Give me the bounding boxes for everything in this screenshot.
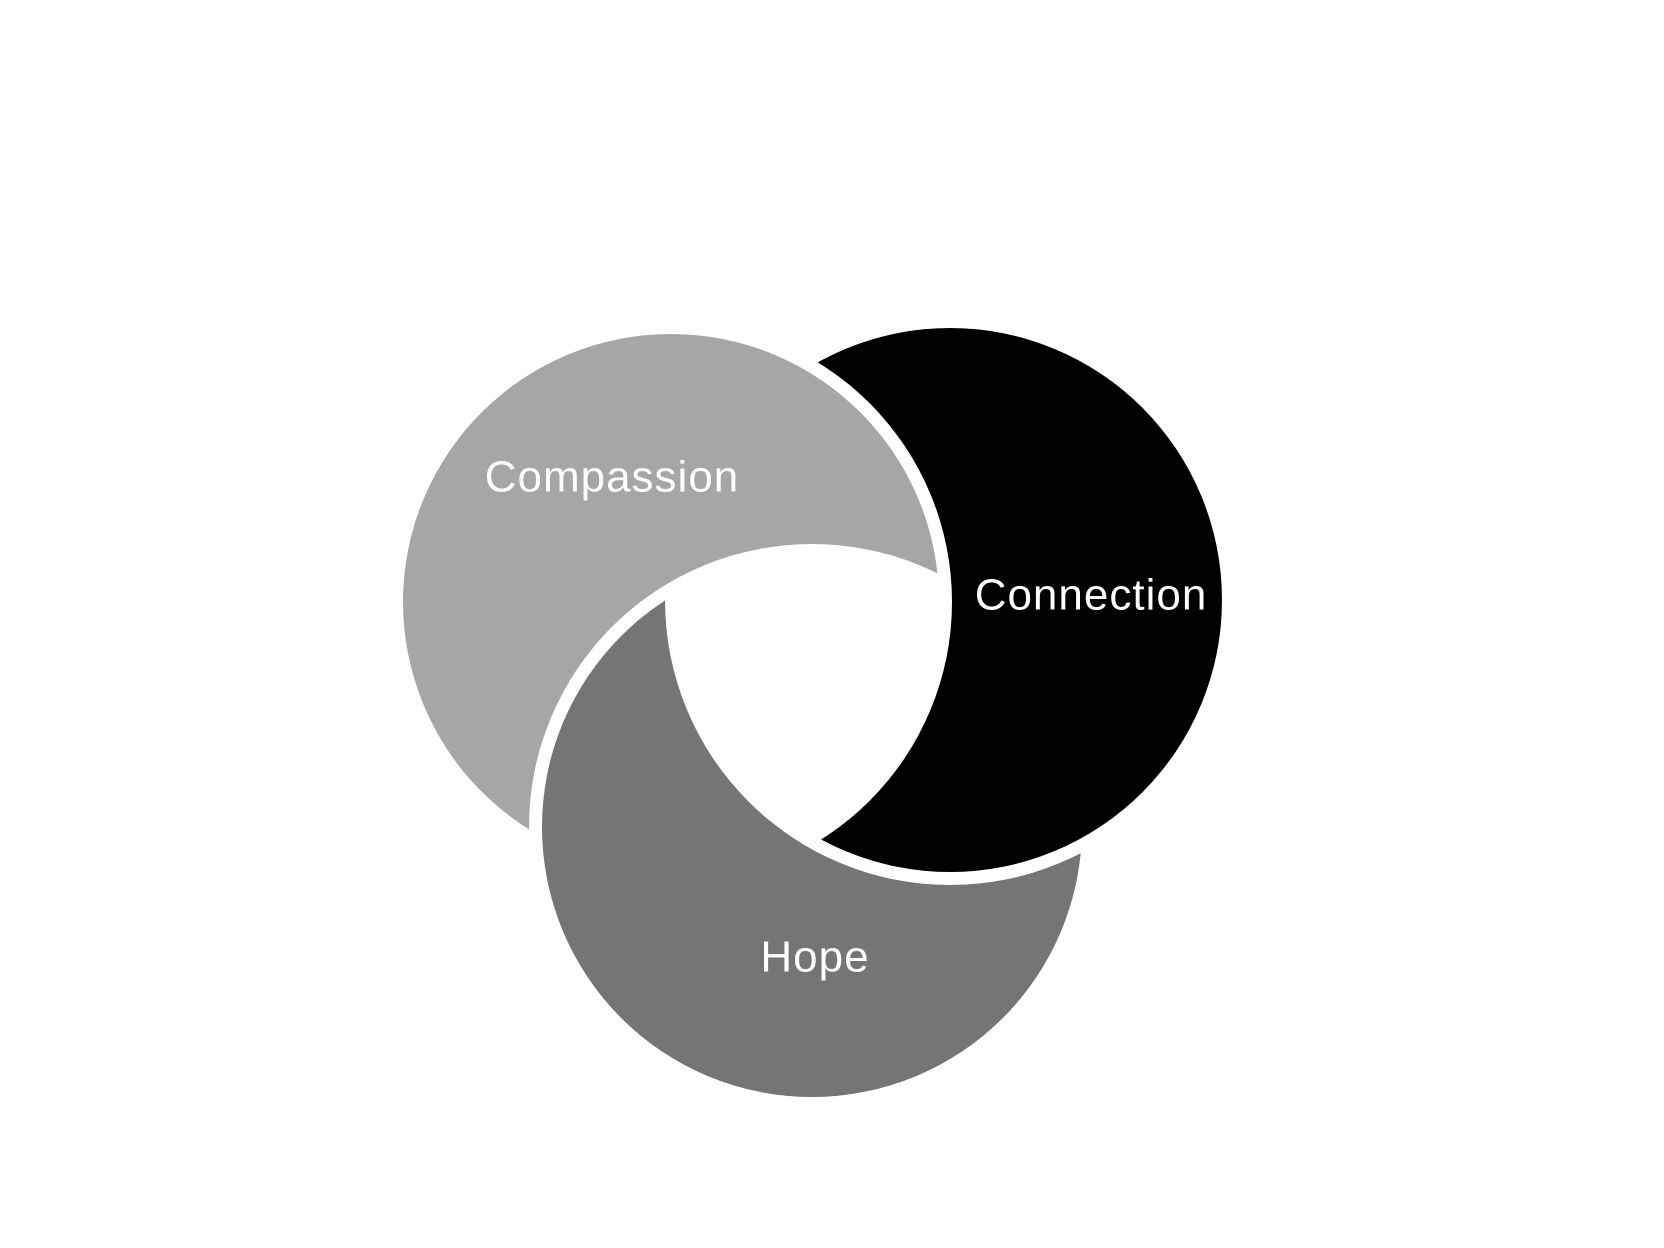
hope-petal: Hope: [542, 557, 1082, 1097]
hope-circle-shape: [542, 557, 1082, 1097]
hope-label: Hope: [760, 932, 869, 981]
connection-label: Connection: [975, 570, 1208, 619]
compassion-label: Compassion: [485, 452, 740, 501]
